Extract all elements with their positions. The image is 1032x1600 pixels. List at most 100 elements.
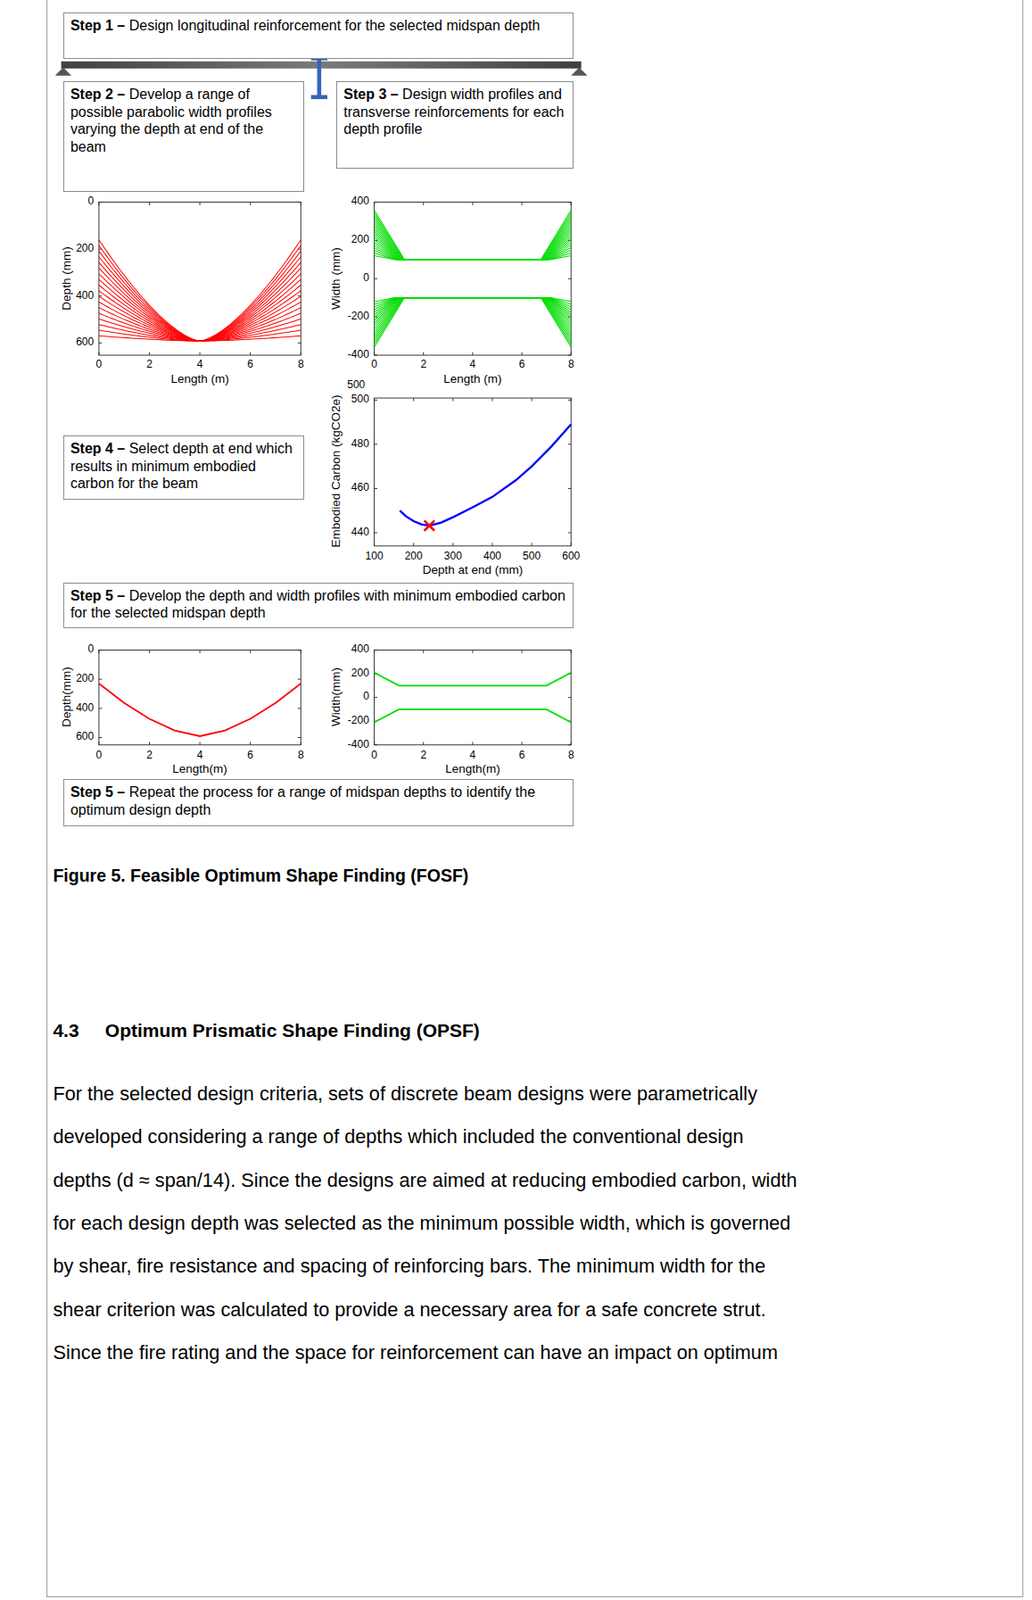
tick-label: 400	[351, 196, 370, 208]
tick-label: 400	[351, 643, 370, 656]
chart-axes	[99, 649, 301, 744]
tick-label: 8	[297, 750, 305, 762]
step-number: Step 4 –	[70, 440, 125, 456]
step-number: Step 2 –	[70, 86, 125, 102]
tick-label: 4	[470, 359, 477, 372]
tick-label: 300	[444, 551, 463, 563]
axis-title: Length(m)	[172, 762, 228, 777]
depth-symbol	[311, 56, 328, 100]
step-box: Step 3 – Design width profiles and trans…	[336, 81, 573, 168]
carbon-curve	[399, 424, 571, 526]
step-text: Step 2 – Develop a range of possible par…	[70, 85, 298, 156]
tick-label: 500	[351, 394, 370, 406]
tick-label: 400	[483, 551, 502, 563]
body-text-line: Since the fire rating and the space for …	[52, 1342, 778, 1364]
tick-label: 0	[371, 750, 378, 762]
tick-label: 2	[146, 750, 153, 762]
tick-label: 100	[365, 551, 384, 563]
section-heading: 4.3 Optimum Prismatic Shape Finding (OPS…	[52, 1019, 479, 1041]
axis-title: Width(mm)	[330, 667, 344, 727]
optimum-depth-profile	[99, 683, 301, 736]
tick-label: 440	[351, 526, 370, 538]
page-frame	[47, 0, 1024, 1596]
tick-label: 0	[96, 750, 103, 762]
step-box: Step 5 – Develop the depth and width pro…	[63, 582, 574, 628]
step-text: Step 1 – Design longitudinal reinforceme…	[70, 16, 567, 35]
tick-label: 4	[197, 359, 204, 372]
tick-label: 0	[87, 643, 94, 656]
step-text: Step 4 – Select depth at end which resul…	[70, 439, 298, 493]
minimum-marker	[424, 520, 435, 530]
tick-label: 500	[522, 551, 541, 563]
step-text: Step 3 – Design width profiles and trans…	[343, 85, 566, 139]
tick-label: 600	[75, 731, 94, 744]
chart-axes	[374, 649, 572, 744]
tick-label: 4	[197, 750, 204, 762]
tick-label: 6	[519, 359, 526, 372]
tick-label: 0	[96, 359, 103, 372]
tick-label: 500	[346, 379, 365, 392]
step-box: Step 5 – Repeat the process for a range …	[63, 778, 574, 826]
axis-title: Width (mm)	[330, 247, 344, 310]
step-box: Step 2 – Develop a range of possible par…	[63, 81, 305, 191]
depth-profiles	[99, 239, 301, 341]
tick-label: 200	[351, 667, 370, 679]
axis-title: Length (m)	[170, 372, 229, 387]
axis-title: Depth at end (mm)	[422, 563, 524, 578]
tick-label: 460	[351, 482, 370, 495]
axis-title: Depth(mm)	[60, 666, 75, 727]
tick-label: 600	[561, 551, 580, 563]
step-box: Step 4 – Select depth at end which resul…	[63, 435, 305, 500]
width-profiles	[374, 210, 572, 347]
tick-label: 6	[247, 359, 254, 372]
optimum-width-profile	[374, 709, 572, 723]
body-text-line: developed considering a range of depths …	[52, 1125, 744, 1148]
tick-label: -200	[347, 310, 370, 322]
support-symbol	[570, 67, 587, 76]
step-number: Step 1 –	[70, 17, 125, 34]
body-text-line: For the selected design criteria, sets o…	[52, 1082, 758, 1105]
chart-axes	[374, 202, 572, 356]
tick-label: 400	[75, 701, 94, 714]
tick-label: -200	[347, 714, 370, 727]
step-description: Develop the depth and width profiles wit…	[70, 587, 566, 621]
tick-label: 600	[75, 337, 94, 349]
tick-label: 0	[363, 272, 370, 285]
chart-axes	[99, 202, 301, 356]
tick-label: 0	[363, 691, 370, 703]
body-text-line: by shear, fire resistance and spacing of…	[52, 1255, 766, 1278]
tick-label: 2	[420, 750, 427, 762]
support-symbol	[55, 67, 72, 76]
body-text-line: for each design depth was selected as th…	[52, 1212, 791, 1234]
tick-label: 2	[420, 359, 427, 372]
step-description: Repeat the process for a range of midspa…	[70, 784, 536, 818]
tick-label: 200	[351, 234, 370, 247]
tick-label: 6	[247, 750, 254, 762]
step-number: Step 3 –	[343, 86, 398, 102]
tick-label: 480	[351, 437, 370, 450]
tick-label: 400	[75, 289, 94, 302]
tick-label: 0	[87, 196, 94, 208]
step-number: Step 5 –	[70, 587, 125, 603]
body-text-line: depths (d ≈ span/14). Since the designs …	[52, 1169, 797, 1191]
axis-title: Embodied Carbon (kgCO2e)	[330, 395, 344, 548]
axis-title: Depth (mm)	[60, 246, 75, 310]
step-description: Design longitudinal reinforcement for th…	[124, 17, 540, 34]
tick-label: 8	[568, 359, 575, 372]
tick-label: 6	[519, 750, 526, 762]
tick-label: 200	[75, 242, 94, 255]
figure-caption: Figure 5. Feasible Optimum Shape Finding…	[52, 864, 469, 885]
tick-label: -400	[347, 738, 370, 751]
axis-title: Length (m)	[443, 372, 502, 387]
axis-title: Length(m)	[445, 762, 501, 777]
tick-label: -400	[347, 348, 370, 361]
tick-label: 2	[146, 359, 153, 372]
optimum-width-profile	[374, 672, 572, 686]
step-text: Step 5 – Develop the depth and width pro…	[70, 586, 567, 622]
body-text-line: shear criterion was calculated to provid…	[52, 1298, 766, 1321]
tick-label: 4	[470, 750, 477, 762]
tick-label: 200	[404, 551, 423, 563]
tick-label: 8	[297, 359, 305, 372]
tick-label: 0	[371, 359, 378, 372]
